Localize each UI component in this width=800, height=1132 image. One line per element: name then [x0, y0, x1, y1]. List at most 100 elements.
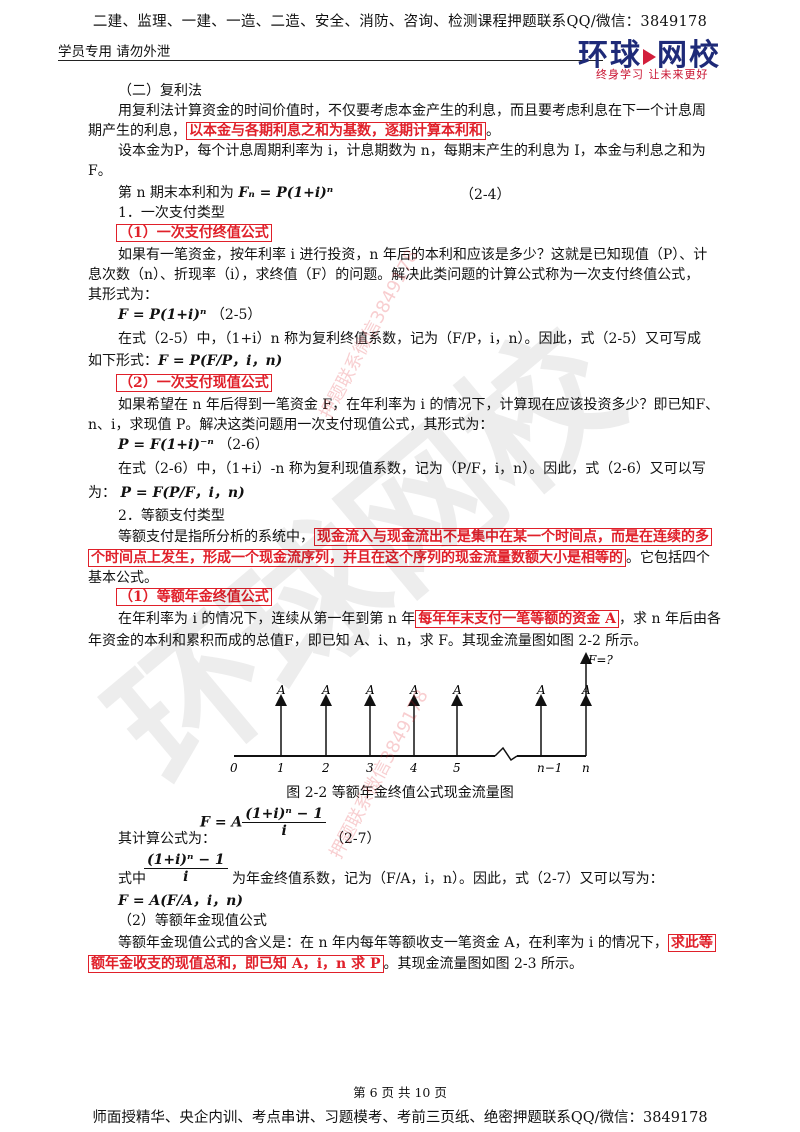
formula-2-6: P = F(1+i)⁻ⁿ: [118, 437, 214, 453]
para-9a: 在年利率为 i 的情况下，连续从第一年到第 n 年每年年末支付一笔等额的资金 A…: [118, 608, 721, 628]
para-1b-text: 期产生的利息，: [88, 123, 186, 139]
heading-single-fv: （1）一次支付终值公式: [116, 222, 272, 242]
para-12a-text: 等额年金现值公式的含义是：在 n 年内每年等额收支一笔资金 A，在利率为 i 的…: [118, 935, 668, 951]
para-8c: 基本公式。: [88, 570, 158, 586]
eq-number-2-5: （2-5）: [210, 307, 262, 323]
highlight-cashflow-b: 个时间点上发生，形成一个现金流序列，并且在这个序列的现金流量数额大小是相等的: [88, 549, 626, 567]
formula-2-7-denominator: i: [281, 823, 287, 839]
section-title: （二）复利法: [118, 83, 202, 99]
tick-label-5: 5: [453, 761, 461, 775]
para-12b-end: 。其现金流量图如图 2-3 所示。: [383, 956, 583, 972]
formula-fp: F = P(F/P，i，n): [158, 353, 283, 369]
figure-caption: 图 2-2 等额年金终值公式现金流量图: [286, 785, 514, 801]
play-icon: [643, 48, 656, 65]
tick-label-1: 1: [277, 761, 285, 775]
annuity-factor-numerator: (1+i)ⁿ − 1: [144, 852, 228, 869]
para-1b: 期产生的利息，以本金与各期利息之和为基数，逐期计算本利和。: [88, 120, 500, 140]
eq-number-2-7: （2-7）: [330, 831, 381, 847]
para-5a: 在式（2-5）中，（1+i）n 称为复利终值系数，记为（F/P，i，n）。因此，…: [118, 331, 702, 347]
payment-label-1: A: [276, 683, 286, 697]
logo-text-part1: 环球: [578, 38, 642, 73]
para-2a: 设本金为P，每个计息周期利率为 i，计息期数为 n，每期末产生的利息为 I，本金…: [118, 143, 706, 159]
formula-2-4: Fₙ = P(1+i)ⁿ: [238, 185, 334, 201]
heading-single-payment: 1．一次支付类型: [118, 205, 225, 221]
para-11a: 式中: [118, 871, 146, 887]
formula-2-6-line: P = F(1+i)⁻ⁿ （2-6）: [118, 434, 269, 454]
para-11b: 为年金终值系数，记为（F/A，i，n）。因此，式（2-7）又可以写为：: [232, 871, 664, 887]
logo-text-part2: 网校: [657, 38, 721, 73]
para-5b-text: 如下形式：: [88, 353, 158, 369]
para-9a-text: 在年利率为 i 的情况下，连续从第一年到第 n 年: [118, 611, 416, 627]
para-3: 第 n 期末本利和为 Fₙ = P(1+i)ⁿ: [118, 182, 333, 202]
tick-label-6: n−1: [537, 761, 562, 775]
para-4a: 如果有一笔资金，按年利率 i 进行投资，n 年后的本利和应该是多少？这就是已知现…: [118, 247, 708, 263]
heading-equal-payment: 2．等额支付类型: [118, 508, 225, 524]
para-7b-text: 为：: [88, 485, 116, 501]
heading-annuity-pv: （2）等额年金现值公式: [118, 913, 267, 929]
para-8b-end: 。它包括四个: [626, 550, 710, 566]
payment-label-3: A: [365, 683, 375, 697]
eq-number-2-6: （2-6）: [218, 437, 269, 453]
highlight-pv-b: 额年金收支的现值总和，即已知 A，i，n 求 P: [88, 955, 384, 973]
header-rule: [58, 60, 603, 61]
highlight-pv-a: 求此等: [667, 934, 716, 952]
formula-2-7-prefix: F = A: [200, 814, 243, 831]
para-8a: 等额支付是指所分析的系统中，现金流入与现金流出不是集中在某一个时间点，而是在连续…: [118, 526, 712, 546]
formula-2-5-line: F = P(1+i)ⁿ （2-5）: [118, 304, 261, 324]
diagram-axis: [234, 746, 586, 762]
para-8b: 个时间点上发生，形成一个现金流序列，并且在这个序列的现金流量数额大小是相等的。它…: [88, 547, 710, 567]
brand-logo: 环球网校: [578, 30, 721, 74]
para-10: 其计算公式为：: [118, 831, 216, 847]
formula-2-7-numerator: (1+i)ⁿ − 1: [242, 806, 326, 823]
para-2b: F。: [88, 163, 112, 179]
heading-single-fv-text: （1）一次支付终值公式: [116, 224, 272, 242]
student-note: 学员专用 请勿外泄: [58, 44, 171, 60]
para-12a: 等额年金现值公式的含义是：在 n 年内每年等额收支一笔资金 A，在利率为 i 的…: [118, 932, 716, 952]
para-8a-text: 等额支付是指所分析的系统中，: [118, 529, 314, 545]
tick-label-2: 2: [321, 761, 330, 775]
para-3-label: 第 n 期末本利和为: [118, 185, 234, 201]
future-value-label: F=?: [587, 653, 613, 667]
para-9a-end: ，求 n 年后由各: [619, 611, 721, 627]
heading-annuity-fv-text: （1）等额年金终值公式: [116, 588, 272, 606]
para-6a: 如果希望在 n 年后得到一笔资金 F，在年利率为 i 的情况下，计算现在应该投资…: [118, 397, 720, 413]
para-1b-end: 。: [486, 123, 500, 139]
para-12b: 额年金收支的现值总和，即已知 A，i，n 求 P。其现金流量图如图 2-3 所示…: [88, 953, 583, 973]
para-5b: 如下形式：F = P(F/P，i，n): [88, 350, 282, 370]
footer-banner: 师面授精华、央企内训、考点串讲、习题模考、考前三页纸、绝密押题联系QQ/微信：3…: [92, 1110, 708, 1126]
para-7a: 在式（2-6）中，（1+i）-n 称为复利现值系数，记为（P/F，i，n）。因此…: [118, 461, 706, 477]
page-number: 第 6 页 共 10 页: [353, 1085, 447, 1100]
diagram-arrows: AAAAAAA: [275, 652, 592, 756]
axis-break: [494, 746, 518, 762]
heading-single-pv-text: （2）一次支付现值公式: [116, 374, 272, 392]
heading-single-pv: （2）一次支付现值公式: [116, 372, 272, 392]
logo-slogan: 终身学习 让未来更好: [596, 68, 709, 81]
payment-label-5: A: [452, 683, 462, 697]
top-banner: 二建、监理、一建、一造、二造、安全、消防、咨询、检测课程押题联系QQ/微信：38…: [92, 14, 708, 30]
highlight-cashflow-a: 现金流入与现金流出不是集中在某一个时间点，而是在连续的多: [314, 528, 712, 546]
tick-label-3: 3: [366, 761, 374, 775]
highlight-annuity-payment: 每年年末支付一笔等额的资金 A: [415, 610, 620, 628]
heading-annuity-fv: （1）等额年金终值公式: [116, 586, 272, 606]
para-9b: 年资金的本利和累积而成的总值F，即已知 A、i、n，求 F。其现金流量图如图 2…: [88, 633, 648, 649]
para-1a: 用复利法计算资金的时间价值时，不仅要考虑本金产生的利息，而且要考虑利息在下一个计…: [118, 103, 706, 119]
tick-label-0: 0: [230, 761, 238, 775]
para-6b: n、i，求现值 P。解决这类问题用一次支付现值公式，其形式为：: [88, 417, 494, 433]
formula-pf: P = F(P/F，i，n): [120, 485, 245, 501]
payment-label-2: A: [321, 683, 331, 697]
payment-label-4: A: [409, 683, 419, 697]
formula-fa: F = A(F/A，i，n): [118, 890, 243, 910]
formula-fa-text: F = A(F/A，i，n): [118, 893, 243, 909]
formula-2-5: F = P(1+i)ⁿ: [118, 307, 207, 323]
para-4b: 息次数（n）、折现率（i），求终值（F）的问题。解决此类问题的计算公式称为一次支…: [88, 267, 700, 283]
highlight-compound-base: 以本金与各期利息之和为基数，逐期计算本利和: [186, 122, 486, 140]
para-7b: 为： P = F(P/F，i，n): [88, 482, 245, 502]
eq-number-2-4: （2-4）: [460, 187, 511, 203]
annuity-factor-denominator: i: [183, 869, 189, 885]
